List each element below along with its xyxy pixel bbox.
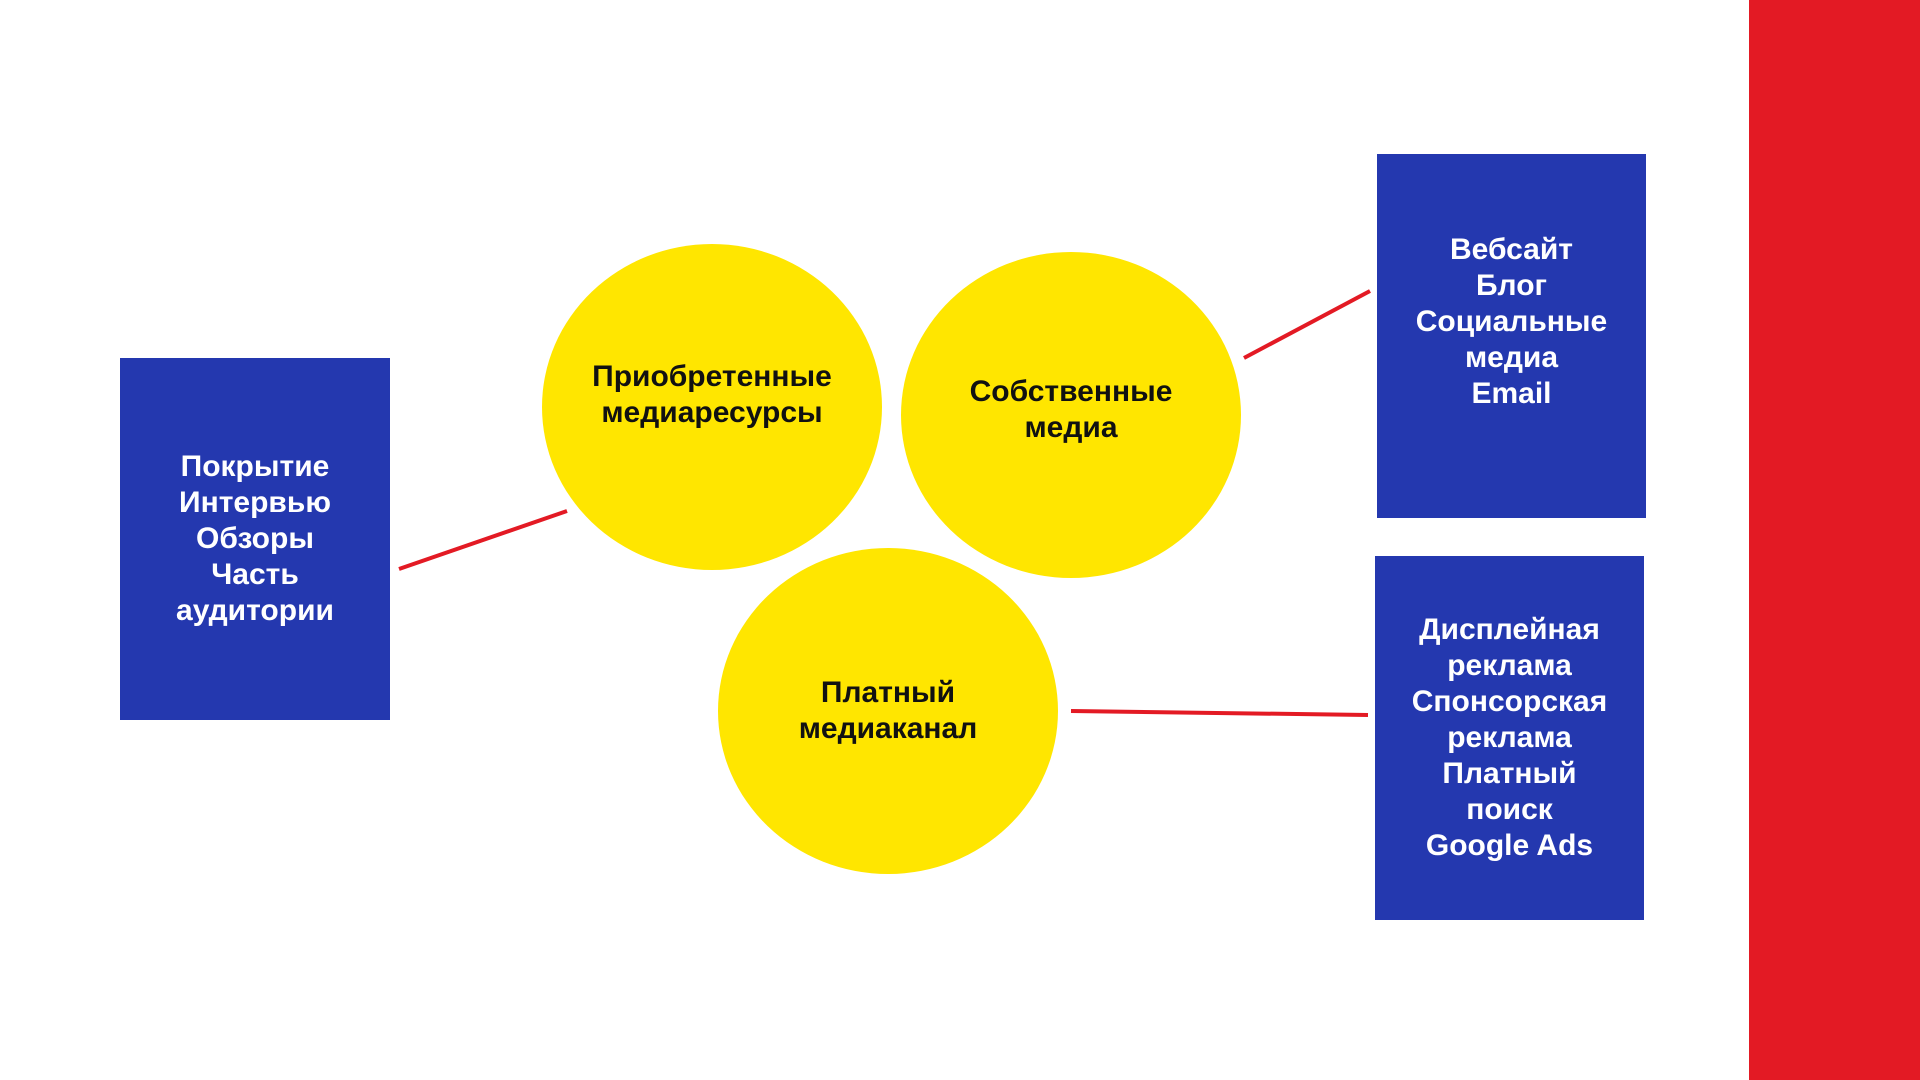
- box-earned-line-3: Обзоры: [196, 522, 314, 555]
- circle-earned-media: Приобретенные медиаресурсы: [542, 244, 882, 570]
- box-paid-line-7: Google Ads: [1425, 829, 1594, 862]
- circle-earned-line-1: Приобретенные: [592, 360, 832, 393]
- connector-earned: [398, 509, 568, 571]
- circle-paid-line-1: Платный: [820, 676, 956, 709]
- box-paid-media-examples: Дисплейная реклама Спонсорская реклама П…: [1375, 556, 1644, 920]
- box-earned-line-5: аудитории: [176, 594, 334, 627]
- circle-owned-line-1: Собственные: [969, 375, 1173, 408]
- box-owned-line-2: Блог: [1475, 269, 1548, 302]
- circle-paid-line-2: медиаканал: [798, 712, 978, 745]
- box-paid-line-2: реклама: [1447, 649, 1572, 682]
- box-paid-line-5: Платный: [1442, 757, 1577, 790]
- box-owned-media-examples: Вебсайт Блог Социальные медиа Email: [1377, 154, 1646, 518]
- circle-paid-media: Платный медиаканал: [718, 548, 1058, 874]
- box-paid-line-3: Спонсорская: [1411, 685, 1608, 718]
- box-owned-line-4: медиа: [1464, 341, 1559, 374]
- box-paid-line-6: поиск: [1466, 793, 1553, 826]
- box-earned-line-2: Интервью: [179, 486, 331, 519]
- box-owned-line-5: Email: [1471, 377, 1552, 410]
- box-paid-line-4: реклама: [1447, 721, 1572, 754]
- box-earned-line-1: Покрытие: [180, 450, 330, 483]
- box-earned-line-4: Часть: [211, 558, 299, 591]
- circle-owned-line-2: медиа: [1024, 411, 1118, 444]
- box-earned-media-examples: Покрытие Интервью Обзоры Часть аудитории: [120, 358, 390, 720]
- circle-owned-media: Собственные медиа: [901, 252, 1241, 578]
- box-owned-line-1: Вебсайт: [1450, 233, 1573, 266]
- box-paid-line-1: Дисплейная: [1419, 613, 1600, 646]
- circle-earned-line-2: медиаресурсы: [601, 396, 823, 429]
- connector-paid: [1070, 709, 1369, 717]
- box-owned-line-3: Социальные: [1415, 305, 1608, 338]
- red-accent-bar: [1749, 0, 1920, 1080]
- connector-owned: [1243, 289, 1371, 360]
